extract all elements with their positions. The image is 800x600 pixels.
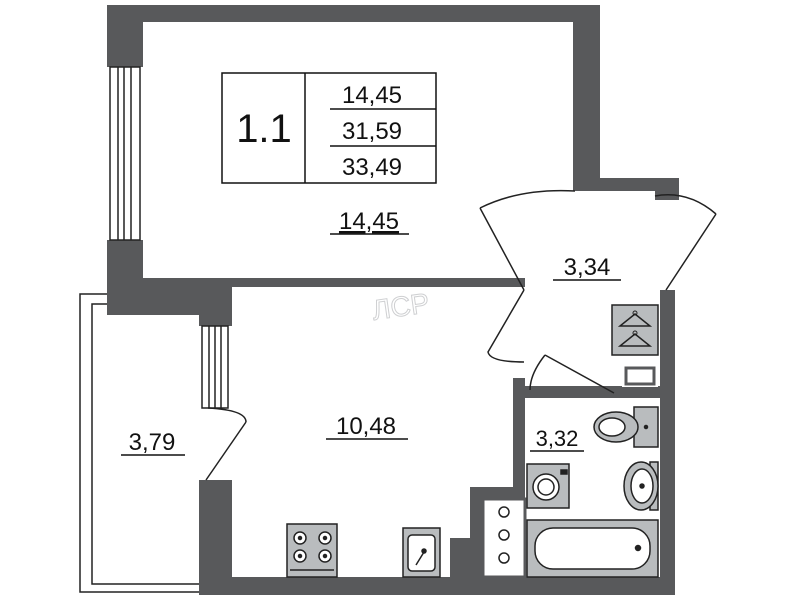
- area-total-with-loggia: 33,49: [342, 154, 402, 181]
- vent-circle-icon: [498, 552, 510, 564]
- wall-bathbox: [450, 538, 478, 595]
- vent-circle-icon: [498, 529, 510, 541]
- room-label-kitchen: 10,48: [336, 413, 396, 440]
- window-kitchen: [201, 325, 229, 409]
- wall-left-upper: [107, 5, 143, 67]
- room-label-bathroom: 3,32: [536, 426, 579, 451]
- room-label-hallway: 3,34: [564, 254, 611, 281]
- toilet-icon: [593, 406, 659, 448]
- room-label-loggia: 3,79: [129, 429, 176, 456]
- kitchen-sink-icon: [402, 527, 441, 578]
- room-label-bedroom: 14,45: [339, 208, 399, 235]
- vent-circle-icon: [498, 506, 510, 518]
- door-hallway-right: [654, 194, 717, 291]
- bathroom-sink-icon: [623, 461, 659, 511]
- vent-opening: [622, 365, 658, 387]
- wall-partition-thin: [232, 278, 525, 287]
- wall-kitchen-partition: [470, 487, 525, 499]
- door-loggia: [205, 421, 247, 481]
- wall-bath-top: [513, 386, 675, 398]
- wall-post-window: [199, 278, 232, 326]
- doors: [205, 189, 717, 481]
- loggia: [79, 293, 199, 593]
- wall-left-kitchen: [199, 480, 232, 595]
- watermark-logo: ЛСР: [370, 287, 431, 326]
- bathtub-icon: [526, 519, 659, 578]
- wall-hallway-right-upper: [660, 290, 675, 390]
- window-bedroom: [109, 66, 141, 241]
- wall-top: [107, 5, 600, 22]
- wall-stub-hallway: [655, 178, 679, 200]
- wardrobe-icon: [611, 304, 659, 356]
- vent-opening-inner: [624, 366, 656, 386]
- wall-bottom: [199, 577, 675, 595]
- door-loggia-swing: [207, 407, 247, 423]
- wall-top-hallway: [573, 178, 679, 191]
- area-table: [221, 72, 437, 184]
- apartment-code: 1.1: [236, 107, 292, 151]
- wall-right-bedroom: [573, 5, 600, 191]
- door-kitchen: [487, 289, 525, 363]
- area-total: 31,59: [342, 118, 402, 145]
- walls: [107, 5, 679, 595]
- vent-shaft: [481, 497, 527, 579]
- door-bathroom: [529, 354, 615, 394]
- door-hallway-left: [479, 189, 576, 291]
- washing-machine-icon: [526, 463, 570, 509]
- stove-icon: [286, 523, 338, 578]
- area-living: 14,45: [342, 82, 402, 109]
